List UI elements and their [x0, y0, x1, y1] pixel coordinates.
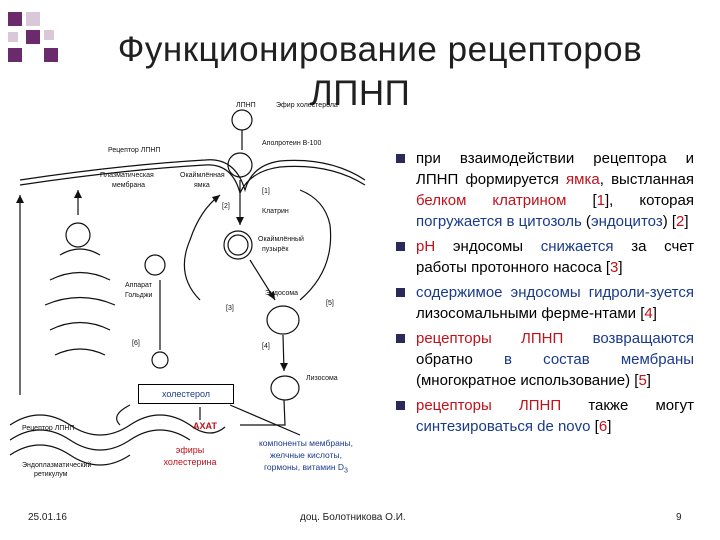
footer-author: доц. Болотникова О.И.	[300, 512, 406, 523]
label-clathrin: Клатрин	[262, 208, 289, 215]
bullet-square-icon	[396, 401, 405, 410]
products-line1: компоненты мембраны,	[258, 438, 353, 448]
b2-h2: снижается	[540, 238, 614, 255]
b4-h3: в состав мембраны	[503, 351, 695, 368]
label-n1: [1]	[262, 188, 270, 195]
label-cholesterol-ester: Эфир холестерола	[276, 102, 338, 109]
b2-t1: эндосомы	[435, 238, 541, 255]
label-ldl: ЛПНП	[236, 102, 256, 109]
b1-h1: ямка	[566, 171, 600, 188]
label-ldl-receptor: Рецептор ЛПНП	[108, 147, 160, 154]
products-line3-text: гормоны, витамин D	[264, 462, 345, 472]
b3-t1: лизосомальными ферме-нтами [	[416, 305, 645, 322]
esters-line1: эфиры	[175, 445, 205, 455]
bullet-square-icon	[396, 242, 405, 251]
slide-title: Функционирование рецепторов	[117, 30, 643, 69]
label-golgi-2: Гольджи	[125, 292, 153, 299]
b1-h2: белком клатрином	[416, 192, 567, 209]
b3-h1: содержимое эндосомы гидроли-зуется	[416, 284, 694, 301]
b2-h1: pH	[416, 238, 436, 255]
b1-t5: (	[581, 213, 591, 230]
label-apoprotein: Аполротеин В-100	[262, 140, 321, 147]
products-line3: гормоны, витамин D3	[246, 461, 366, 477]
b1-h3: погружается в цитозоль	[416, 213, 582, 230]
b1-t1: при взаимодействии рецептора и ЛПНП форм…	[416, 150, 694, 188]
label-n2: [2]	[222, 203, 230, 210]
label-er-receptor: Рецептор ЛПНП	[22, 425, 74, 432]
b2-t3: ]	[618, 259, 623, 276]
bullet-square-icon	[396, 334, 405, 343]
label-coated-vesicle: Окаймлённый	[258, 235, 304, 243]
label-er-2: ретикулум	[34, 471, 68, 478]
label-plasma-membrane-2: мембрана	[112, 181, 145, 189]
b1-h4: эндоцитоз	[590, 213, 663, 230]
b4-t2: обратно	[416, 351, 504, 368]
b4-h1: рецепторы ЛПНП	[416, 330, 564, 347]
decorative-squares-icon	[8, 12, 58, 62]
products-line2: желчные кислоты,	[270, 450, 342, 460]
label-er: Эндоплазматический	[22, 461, 91, 469]
label-endosome: Эндосома	[265, 290, 298, 297]
label-n3: [3]	[226, 305, 234, 312]
label-lysosome: Лизосома	[306, 375, 338, 382]
label-n6: [6]	[132, 340, 140, 347]
bullet-square-icon	[396, 154, 405, 163]
b2-t2: за счет работы протонного насоса [	[416, 238, 694, 276]
label-golgi: Аппарат	[125, 282, 153, 289]
label-coated-pit: Окаймлённая	[180, 171, 225, 179]
b5-n: 6	[598, 418, 608, 435]
b5-h2: синтезироваться de novo	[416, 418, 591, 435]
b5-t1: также могут	[561, 397, 694, 414]
b5-t2: [	[590, 418, 599, 435]
b5-t3: ]	[607, 418, 612, 435]
b1-n2: 2	[676, 213, 685, 230]
slide-title-line2: ЛПНП	[309, 74, 411, 113]
label-n5: [5]	[326, 300, 334, 307]
footer-date: 25.01.16	[28, 512, 67, 523]
list-item: рецепторы ЛПНП возвращаются обратно в со…	[396, 328, 694, 391]
label-coated-pit-2: ямка	[194, 182, 210, 189]
page-number: 9	[676, 512, 682, 523]
bullet-list: при взаимодействии рецептора и ЛПНП форм…	[396, 148, 694, 441]
b3-t2: ]	[652, 305, 657, 322]
b5-h1: рецепторы ЛПНП	[416, 397, 562, 414]
b4-t4: ]	[646, 372, 651, 389]
label-n4: [4]	[262, 343, 270, 350]
list-item: pH эндосомы снижается за счет работы про…	[396, 236, 694, 278]
products-sub: 3	[344, 466, 348, 475]
cholesterol-box: холестерол	[138, 384, 234, 404]
bullet-square-icon	[396, 288, 405, 297]
list-item: при взаимодействии рецептора и ЛПНП форм…	[396, 148, 694, 232]
ldl-receptor-diagram: ЛПНП Эфир холестерола Аполротеин В-100 Р…	[9, 102, 366, 478]
b1-t2: , выстланная	[599, 171, 694, 188]
b1-n: 1	[596, 192, 606, 209]
label-coated-vesicle-2: пузырёк	[262, 246, 289, 253]
b4-n: 5	[638, 372, 647, 389]
cholesterol-esters-label: эфиры холестерина	[150, 444, 230, 468]
b4-h2: возвращаются	[592, 330, 694, 347]
b1-t6: ) [	[662, 213, 677, 230]
b2-n: 3	[610, 259, 619, 276]
list-item: содержимое эндосомы гидроли-зуется лизос…	[396, 282, 694, 324]
b1-t7: ]	[684, 213, 689, 230]
b3-n: 4	[644, 305, 653, 322]
products-label: компоненты мембраны, желчные кислоты, го…	[246, 437, 366, 477]
acat-label: АХАТ	[193, 421, 218, 431]
b1-t4: ], которая	[605, 192, 694, 209]
esters-line2: холестерина	[163, 457, 217, 467]
b1-t3: [	[566, 192, 597, 209]
b4-t1	[563, 330, 592, 347]
b4-t3: (многократное использование) [	[416, 372, 639, 389]
label-plasma-membrane: Плазматическая	[100, 172, 154, 179]
list-item: рецепторы ЛПНП также могут синтезировать…	[396, 395, 694, 437]
